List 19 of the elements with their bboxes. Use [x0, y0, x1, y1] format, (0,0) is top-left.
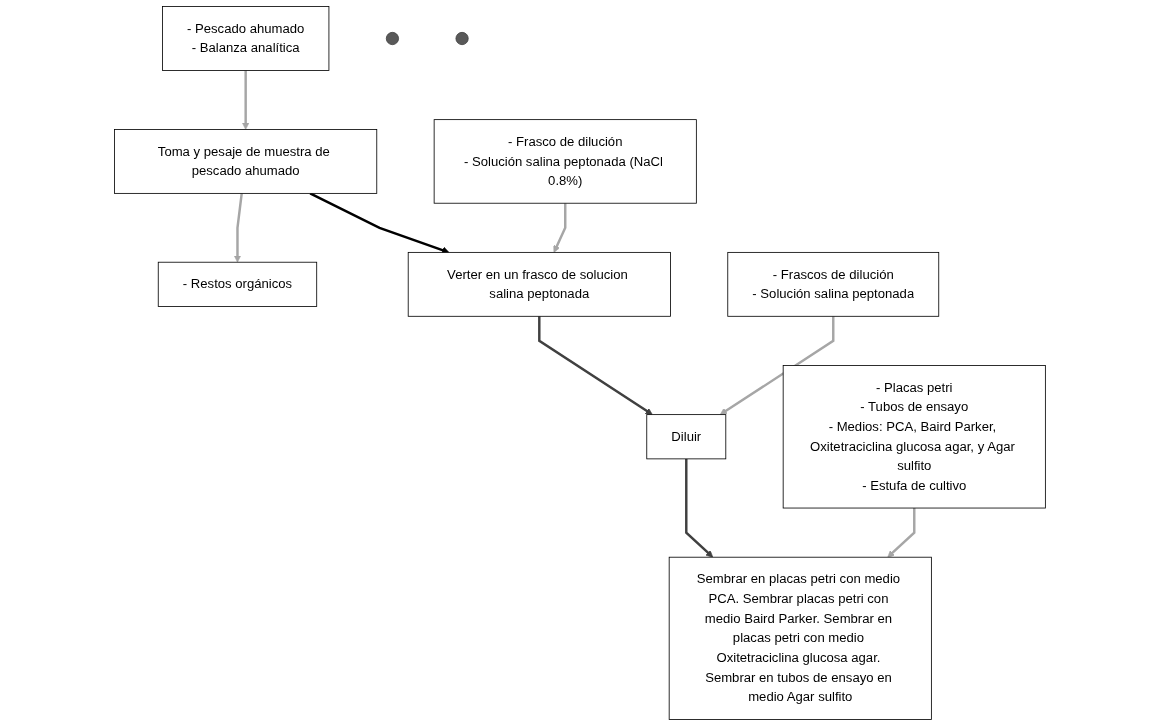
node-box: Toma y pesaje de muestra de pescado ahumado: [113, 129, 377, 194]
node-box: - Frasco de dilución - Solución salina peptonada (NaCl 0.8%): [433, 119, 697, 204]
node-box: - Frascos de dilución - Solución salina peptonada: [726, 251, 939, 317]
node-box: Sembrar en placas petri con medio PCA. Sembrar placas petri con medio Baird Parker. Sembrar en placas petri con medio Oxitetraciclina glucosa agar. Sembrar en tubos de ensayo en medio Agar sulfito: [668, 556, 932, 720]
node-box: - Pescado ahumado - Balanza analítica: [161, 6, 329, 71]
arrow: [719, 316, 834, 415]
node-circle: [455, 31, 469, 46]
arrow: [684, 458, 713, 558]
node-circle: [385, 31, 399, 46]
arrow: [886, 508, 916, 558]
node-box: Diluir: [645, 414, 726, 460]
node-box: - Restos orgánicos: [157, 261, 317, 307]
arrow: [309, 192, 449, 254]
arrow: [537, 316, 653, 415]
arrow: [233, 193, 243, 263]
node-box: - Placas petri - Tubos de ensayo - Medios: PCA, Baird Parker, Oxitetraciclina glucosa agar, y Agar sulfito - Estufa de cultivo: [782, 365, 1046, 509]
node-box: Verter en un frasco de solucion salina peptonada: [407, 251, 671, 317]
arrow: [552, 203, 566, 253]
arrow: [241, 70, 249, 130]
